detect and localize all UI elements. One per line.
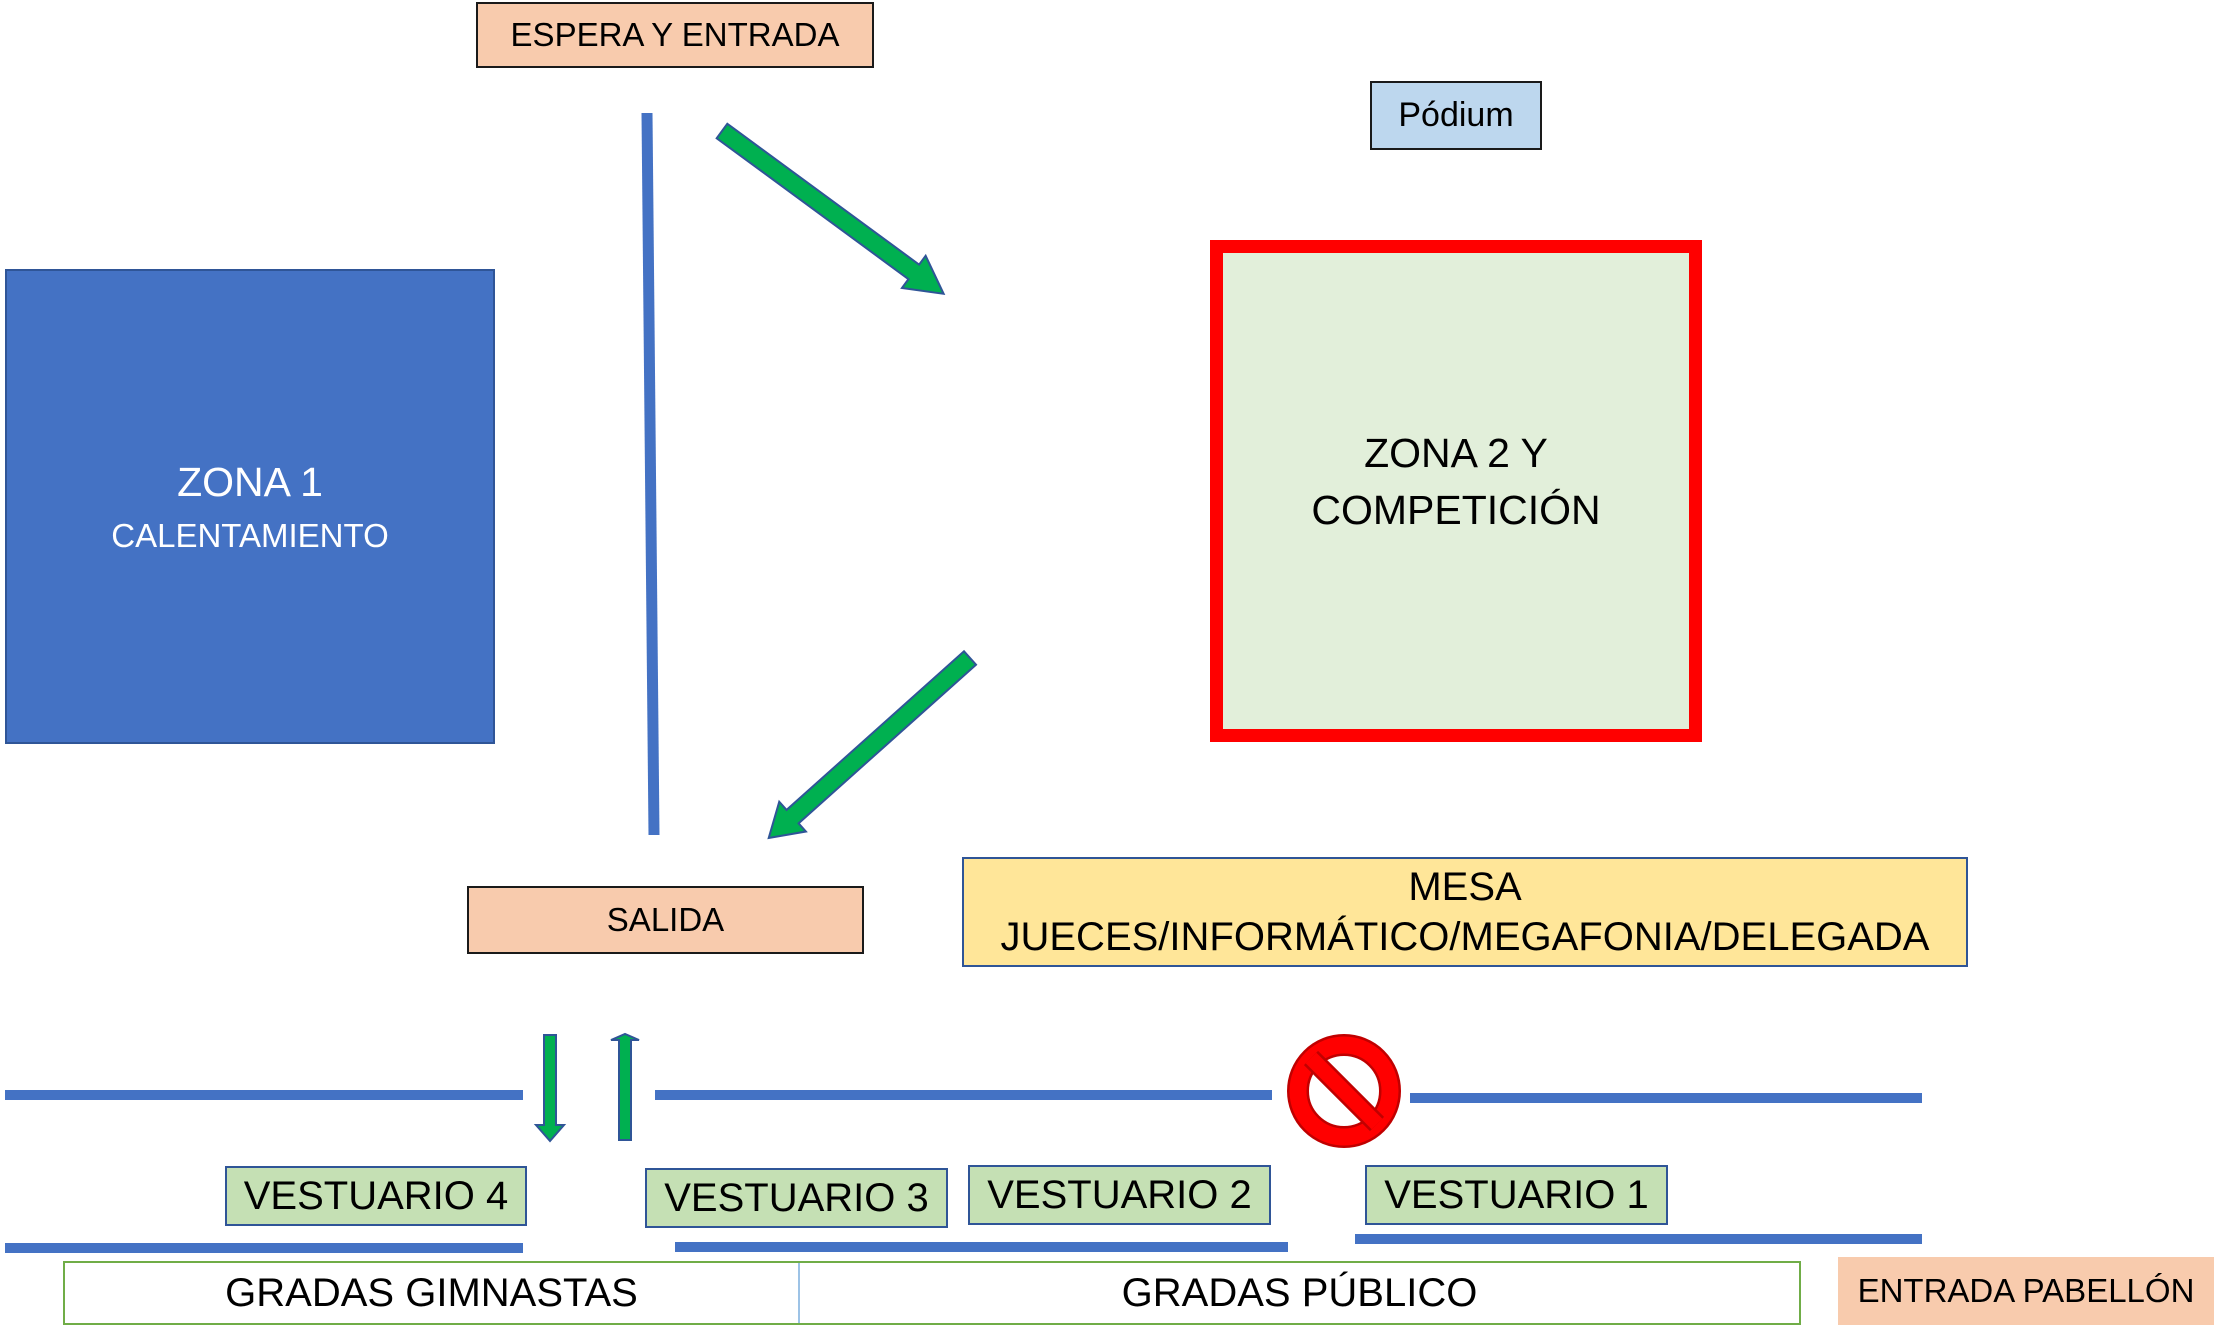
zona2-line1: ZONA 2 Y bbox=[1364, 430, 1548, 476]
corridor-line-lower-2 bbox=[675, 1242, 1288, 1252]
zona2-line2: COMPETICIÓN bbox=[1311, 487, 1601, 534]
zona1-title: ZONA 1 bbox=[177, 459, 323, 506]
corridor-line-lower-3 bbox=[1355, 1234, 1922, 1244]
vestuario-2: VESTUARIO 2 bbox=[968, 1165, 1271, 1225]
salida-label: SALIDA bbox=[467, 886, 864, 954]
mesa-title: MESA bbox=[1408, 865, 1522, 909]
espera-entrada-label: ESPERA Y ENTRADA bbox=[476, 2, 874, 68]
vestuario-3: VESTUARIO 3 bbox=[645, 1168, 948, 1228]
zona2-box: ZONA 2 Y COMPETICIÓN bbox=[1210, 240, 1702, 742]
gradas-container: GRADAS GIMNASTAS GRADAS PÚBLICO bbox=[63, 1261, 1801, 1325]
corridor-line-upper-3 bbox=[1410, 1093, 1922, 1103]
green-arrow-icon bbox=[610, 1032, 640, 1141]
gradas-publico: GRADAS PÚBLICO bbox=[1121, 1271, 1478, 1315]
zona1-box: ZONA 1 CALENTAMIENTO bbox=[5, 269, 495, 744]
corridor-line-upper-1 bbox=[5, 1090, 523, 1100]
vestuario-4: VESTUARIO 4 bbox=[225, 1166, 527, 1226]
green-arrow-icon bbox=[715, 122, 946, 296]
green-arrow-icon bbox=[533, 1034, 567, 1143]
entrada-pabellon-label: ENTRADA PABELLÓN bbox=[1838, 1257, 2214, 1325]
corridor-line-upper-2 bbox=[655, 1090, 1272, 1100]
gradas-gimnastas: GRADAS GIMNASTAS bbox=[65, 1263, 800, 1323]
corridor-line-lower-1 bbox=[5, 1243, 523, 1253]
mesa-box: MESA JUECES/INFORMÁTICO/MEGAFONIA/DELEGA… bbox=[962, 857, 1968, 967]
podium-label: Pódium bbox=[1370, 81, 1542, 150]
mesa-subtitle: JUECES/INFORMÁTICO/MEGAFONIA/DELEGADA bbox=[1000, 915, 1930, 959]
separator-line bbox=[641, 112, 660, 836]
zona1-subtitle: CALENTAMIENTO bbox=[111, 516, 389, 554]
green-arrow-icon bbox=[767, 649, 978, 840]
vestuario-1: VESTUARIO 1 bbox=[1365, 1165, 1668, 1225]
no-entry-icon bbox=[1287, 1034, 1401, 1148]
